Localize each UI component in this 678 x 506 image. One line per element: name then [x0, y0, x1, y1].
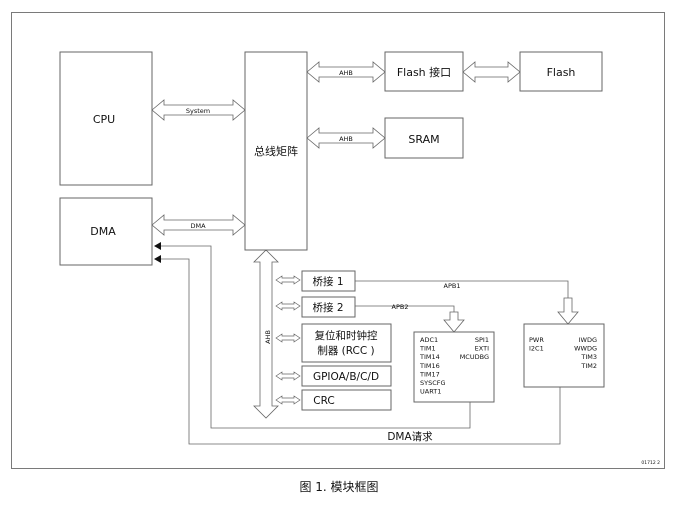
- apb2-line: [355, 305, 455, 312]
- apb1-peripherals-block: [523, 323, 605, 388]
- dma-request-line-outer: [155, 258, 561, 445]
- ahb-sram-arrow: [306, 127, 386, 149]
- peripheral-label: TIM17: [419, 370, 440, 378]
- peripheral-label: ADC1: [420, 336, 438, 344]
- dma-bus-arrow: [151, 214, 246, 236]
- ahb-vertical-label: AHB: [264, 330, 272, 344]
- figure-caption: 图 1. 模块框图: [299, 480, 379, 494]
- bridge2-label: 桥接 2: [312, 301, 343, 314]
- peripheral-label: IWDG: [579, 336, 597, 344]
- peripheral-label: SYSCFG: [420, 379, 446, 387]
- peripheral-label: PWR: [529, 336, 544, 344]
- gpio-connector: [275, 371, 301, 381]
- peripheral-label: TIM14: [419, 353, 440, 361]
- apb1-arrowhead: [557, 297, 579, 325]
- crc-label: CRC: [313, 395, 334, 407]
- system-bus-label: System: [186, 107, 210, 115]
- apb2-label: APB2: [392, 303, 409, 311]
- dma-bus-label: DMA: [190, 222, 206, 230]
- cpu-block: [59, 51, 153, 186]
- peripheral-label: TIM1: [419, 345, 436, 353]
- crc-block: [301, 389, 392, 411]
- peripheral-label: MCUDBG: [460, 353, 489, 361]
- peripheral-label: TIM2: [580, 362, 597, 370]
- apb2-arrowhead: [443, 311, 465, 333]
- ahb-flash-arrow: [306, 61, 386, 83]
- bridge2-connector: [275, 301, 301, 311]
- rcc-label-line2: 制器 (RCC ): [317, 344, 374, 357]
- peripheral-label: SPI1: [475, 336, 489, 344]
- dma-block: [59, 197, 153, 266]
- cpu-label: CPU: [93, 113, 115, 126]
- dma-request-arrowhead-2: [154, 255, 161, 263]
- flash-label: Flash: [547, 66, 576, 79]
- dma-request-label: DMA请求: [387, 430, 433, 443]
- bridge2-block: [301, 296, 356, 318]
- figure-code: 01712 2: [641, 460, 660, 466]
- apb2-peripherals-block: [413, 331, 495, 403]
- bridge1-connector: [275, 275, 301, 285]
- ahb-sram-label: AHB: [339, 135, 353, 143]
- dma-request-line-inner: [155, 245, 471, 429]
- peripheral-label: TIM16: [419, 362, 440, 370]
- peripheral-label: UART1: [420, 388, 441, 396]
- gpio-label: GPIOA/B/C/D: [313, 371, 379, 383]
- bus-matrix-block: [244, 51, 308, 251]
- crc-connector: [275, 395, 301, 405]
- rcc-connector: [275, 333, 301, 343]
- sram-label: SRAM: [408, 133, 439, 146]
- flash-link-arrow: [462, 61, 521, 83]
- bus-matrix-label: 总线矩阵: [254, 144, 298, 158]
- system-bus-arrow: [151, 99, 246, 121]
- diagram-frame: [11, 12, 665, 469]
- ahb-flash-label: AHB: [339, 69, 353, 77]
- apb1-line: [355, 280, 569, 298]
- flash-interface-label: Flash 接口: [397, 66, 451, 79]
- apb1-label: APB1: [444, 282, 461, 290]
- rcc-block: [301, 323, 392, 363]
- dma-label: DMA: [90, 225, 116, 238]
- dma-request-arrowhead-1: [154, 242, 161, 250]
- peripheral-label: WWDG: [574, 345, 597, 353]
- peripheral-label: I2C1: [529, 345, 544, 353]
- gpio-block: [301, 365, 392, 387]
- ahb-vertical-bus: [253, 249, 279, 419]
- bridge1-label: 桥接 1: [312, 275, 343, 288]
- peripheral-label: EXTI: [475, 345, 489, 353]
- peripheral-label: TIM3: [580, 353, 597, 361]
- rcc-label-line1: 复位和时钟控: [315, 329, 378, 342]
